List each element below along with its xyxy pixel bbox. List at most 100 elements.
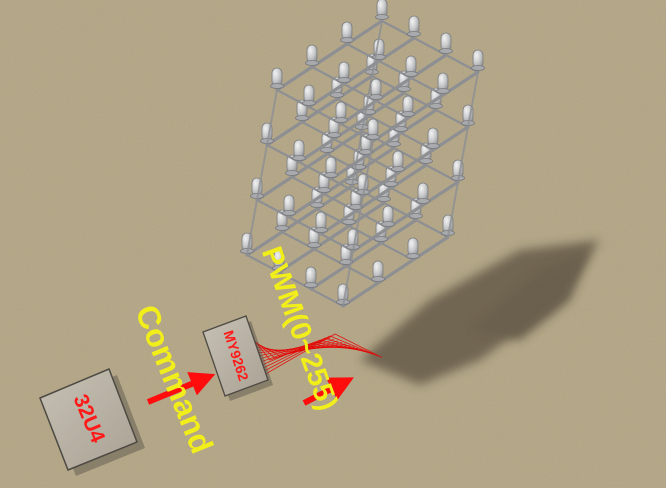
led-rim [342, 219, 356, 225]
led [439, 32, 453, 54]
led-rim [307, 242, 321, 248]
pwm-wire [265, 333, 383, 375]
cube-rail [277, 201, 386, 274]
led [275, 209, 289, 231]
led-rim [334, 117, 348, 123]
led-rim [324, 172, 338, 178]
cube-pillar [362, 140, 374, 197]
led-rim [407, 31, 421, 37]
led [426, 127, 440, 149]
led-rim [377, 196, 391, 202]
led-rim [349, 204, 363, 210]
led-rim [394, 126, 408, 132]
cube-rail [315, 207, 415, 262]
led-rim [282, 210, 296, 216]
cube-rail [290, 175, 390, 230]
pwm-wire [252, 340, 339, 357]
led [270, 67, 284, 89]
cube-pillar [457, 126, 469, 183]
led-rim [339, 259, 353, 265]
led-rim [381, 221, 395, 227]
led-rim [371, 276, 385, 282]
cube-rail [380, 19, 480, 74]
led-rim [404, 71, 418, 77]
command-arrow [146, 372, 216, 405]
led-rim [292, 155, 306, 161]
led [292, 139, 306, 161]
led-rim [406, 253, 420, 259]
cube-rail [275, 19, 384, 92]
cube-rail [325, 152, 425, 207]
led [302, 84, 316, 106]
led-rim [302, 100, 316, 106]
cube-rail [319, 163, 428, 236]
led [381, 205, 395, 227]
cube-rail [255, 129, 364, 202]
led-rim [320, 147, 334, 153]
led [401, 95, 415, 117]
cube-rail [300, 120, 400, 175]
led [337, 61, 351, 83]
led [407, 15, 421, 37]
led [305, 44, 319, 66]
led-rim [359, 149, 373, 155]
cube-rail [245, 184, 354, 257]
led [471, 49, 485, 71]
pwm-arrow [302, 377, 354, 406]
led-rim [375, 14, 389, 20]
led [324, 156, 338, 178]
cube-rail [255, 198, 355, 253]
led-rim [419, 158, 433, 164]
cube-rail [351, 180, 460, 253]
led [334, 101, 348, 123]
led [366, 118, 380, 140]
cube-rail [275, 88, 375, 143]
cube-rail [370, 74, 470, 129]
cube-pillar [352, 195, 364, 252]
cube-rail [341, 235, 450, 308]
led-cube [240, 0, 485, 308]
cube-pillar [361, 75, 373, 132]
cube-pillar [447, 181, 459, 238]
led [369, 78, 383, 100]
cube-rail [297, 91, 406, 164]
led [371, 260, 385, 282]
led [304, 266, 318, 288]
cube-rail [335, 97, 435, 152]
led-rim [397, 86, 411, 92]
led [406, 237, 420, 259]
cube-rail [339, 53, 448, 126]
led-rim [401, 111, 415, 117]
cube-pillar [246, 199, 258, 256]
chip-32u4[interactable]: 32U4 [39, 368, 145, 476]
led-rim [439, 48, 453, 54]
cube-pillar [371, 20, 383, 77]
led-rim [340, 37, 354, 43]
led-rim [409, 213, 423, 219]
cube-rail [245, 253, 345, 308]
cube-pillar [342, 250, 354, 307]
cube-rail [309, 218, 418, 291]
cube-rail [329, 108, 438, 181]
led-rim [416, 198, 430, 204]
chip-my9262[interactable]: MY9262 [202, 315, 273, 401]
led-rim [317, 187, 331, 193]
led-rim [374, 236, 388, 242]
led-rim [295, 115, 309, 121]
cube-rail [280, 230, 380, 285]
led-rim [471, 65, 485, 71]
cube-rail [287, 146, 396, 219]
led-rim [426, 143, 440, 149]
led-rim [436, 88, 450, 94]
led-rim [387, 141, 401, 147]
pwm-wire [263, 337, 375, 369]
led [404, 55, 418, 77]
led-rim [285, 170, 299, 176]
pwm-wire [264, 335, 379, 372]
cube-rail [307, 36, 416, 109]
cube-rail [345, 42, 445, 97]
led [314, 211, 328, 233]
cube-rail [361, 125, 470, 198]
